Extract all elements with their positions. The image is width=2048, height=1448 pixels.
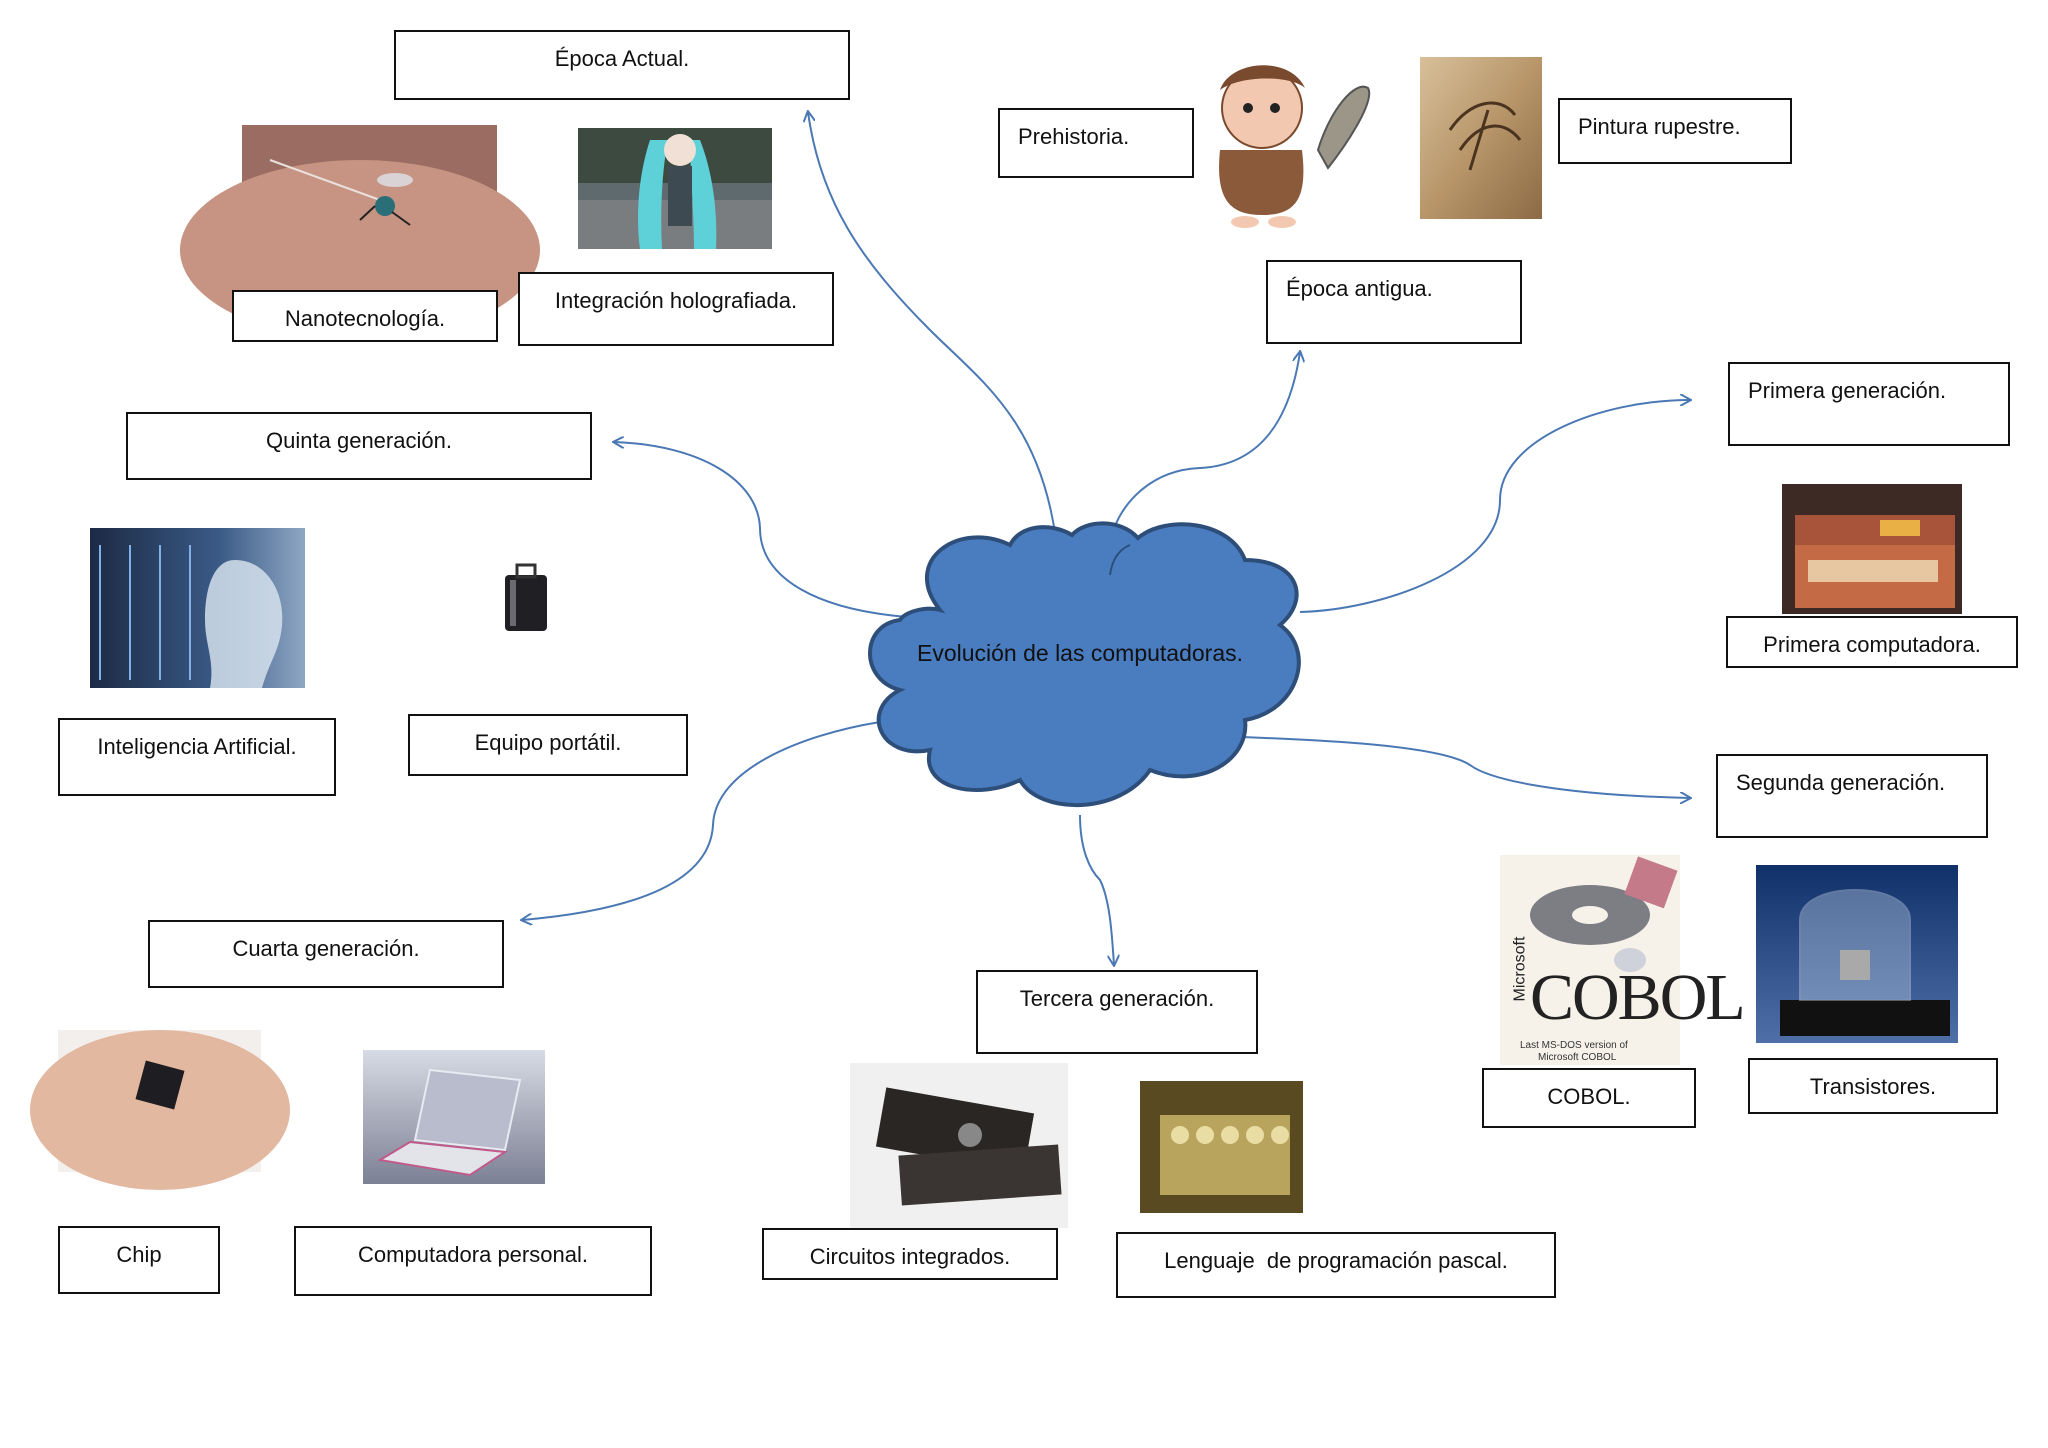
inteligencia-artificial-label: Inteligencia Artificial. [97, 734, 297, 759]
lenguaje-pascal-box: Lenguaje de programación pascal. [1116, 1232, 1556, 1298]
integracion-holografiada-label: Integración holografiada. [554, 288, 798, 313]
central-cloud-shape [868, 521, 1301, 807]
arrow-to-epoca-antigua [1111, 352, 1300, 536]
primera-computadora-box: Primera computadora. [1726, 616, 2018, 668]
ai-head-image [90, 528, 305, 688]
prehistoria-box: Prehistoria. [998, 108, 1194, 178]
integrated-circuit-image [850, 1063, 1068, 1228]
chip-on-finger-image [30, 1030, 290, 1190]
segunda-generacion-label: Segunda generación. [1736, 770, 1946, 795]
pintura-rupestre-box: Pintura rupestre. [1558, 98, 1792, 164]
cobol-label: COBOL. [1547, 1084, 1631, 1109]
connector-arrows [522, 112, 1690, 965]
epoca-actual-box: Época Actual. [394, 30, 850, 100]
cobol-box: COBOL. [1482, 1068, 1696, 1128]
primera-generacion-box: Primera generación. [1728, 362, 2010, 446]
cuarta-generacion-box: Cuarta generación. [148, 920, 504, 988]
personal-computer-image [363, 1050, 545, 1184]
quinta-generacion-label: Quinta generación. [266, 428, 452, 453]
first-computer-image [1782, 484, 1962, 614]
transistores-box: Transistores. [1748, 1058, 1998, 1114]
arrow-to-epoca-actual [808, 112, 1057, 541]
pascal-machine-image [1140, 1081, 1303, 1213]
portable-case-image [505, 563, 547, 631]
epoca-antigua-label: Época antigua. [1286, 276, 1433, 301]
circuitos-integrados-label: Circuitos integrados. [809, 1244, 1011, 1269]
equipo-portatil-box: Equipo portátil. [408, 714, 688, 776]
pintura-rupestre-label: Pintura rupestre. [1578, 114, 1741, 139]
central-topic-label: Evolución de las computadoras. [916, 640, 1244, 666]
lenguaje-pascal-label: Lenguaje de programación pascal. [1164, 1248, 1508, 1273]
nanotecnologia-box: Nanotecnología. [232, 290, 498, 342]
cuarta-generacion-label: Cuarta generación. [232, 936, 420, 961]
inteligencia-artificial-box: Inteligencia Artificial. [58, 718, 336, 796]
arrow-to-quinta-generacion [614, 442, 909, 618]
arrow-to-primera-generacion [1299, 400, 1690, 613]
arrow-to-tercera-generacion [1079, 814, 1114, 965]
circuitos-integrados-box: Circuitos integrados. [762, 1228, 1058, 1280]
arrow-to-segunda-generacion [1241, 736, 1690, 798]
tercera-generacion-box: Tercera generación. [976, 970, 1258, 1054]
segunda-generacion-box: Segunda generación. [1716, 754, 1988, 838]
computadora-personal-label: Computadora personal. [358, 1242, 588, 1267]
equipo-portatil-label: Equipo portátil. [474, 730, 622, 755]
prehistoria-label: Prehistoria. [1018, 124, 1130, 149]
tercera-generacion-label: Tercera generación. [1019, 986, 1215, 1011]
computadora-personal-box: Computadora personal. [294, 1226, 652, 1296]
chip-label: Chip [116, 1242, 162, 1267]
epoca-antigua-box: Época antigua. [1266, 260, 1522, 344]
transistor-dome-image [1756, 865, 1958, 1043]
nanotecnologia-label: Nanotecnología. [284, 306, 446, 331]
cobol-caption-line1: Last MS-DOS version of [1520, 1040, 1628, 1051]
quinta-generacion-box: Quinta generación. [126, 412, 592, 480]
cobol-product-text: COBOL [1530, 961, 1746, 1034]
primera-generacion-label: Primera generación. [1748, 378, 1947, 403]
cave-painting-image [1420, 57, 1542, 219]
caveman-image [1219, 65, 1371, 228]
primera-computadora-label: Primera computadora. [1763, 632, 1981, 657]
arrow-to-cuarta-generacion [522, 721, 881, 920]
cobol-caption-line2: Microsoft COBOL [1538, 1052, 1617, 1063]
transistores-label: Transistores. [1809, 1074, 1937, 1099]
integracion-holografiada-box: Integración holografiada. [518, 272, 834, 346]
epoca-actual-label: Época Actual. [554, 46, 690, 71]
hologram-figure-image [578, 128, 772, 249]
chip-box: Chip [58, 1226, 220, 1294]
cobol-brand-text: Microsoft [1511, 936, 1529, 1002]
cobol-box-image [1500, 855, 1680, 1065]
